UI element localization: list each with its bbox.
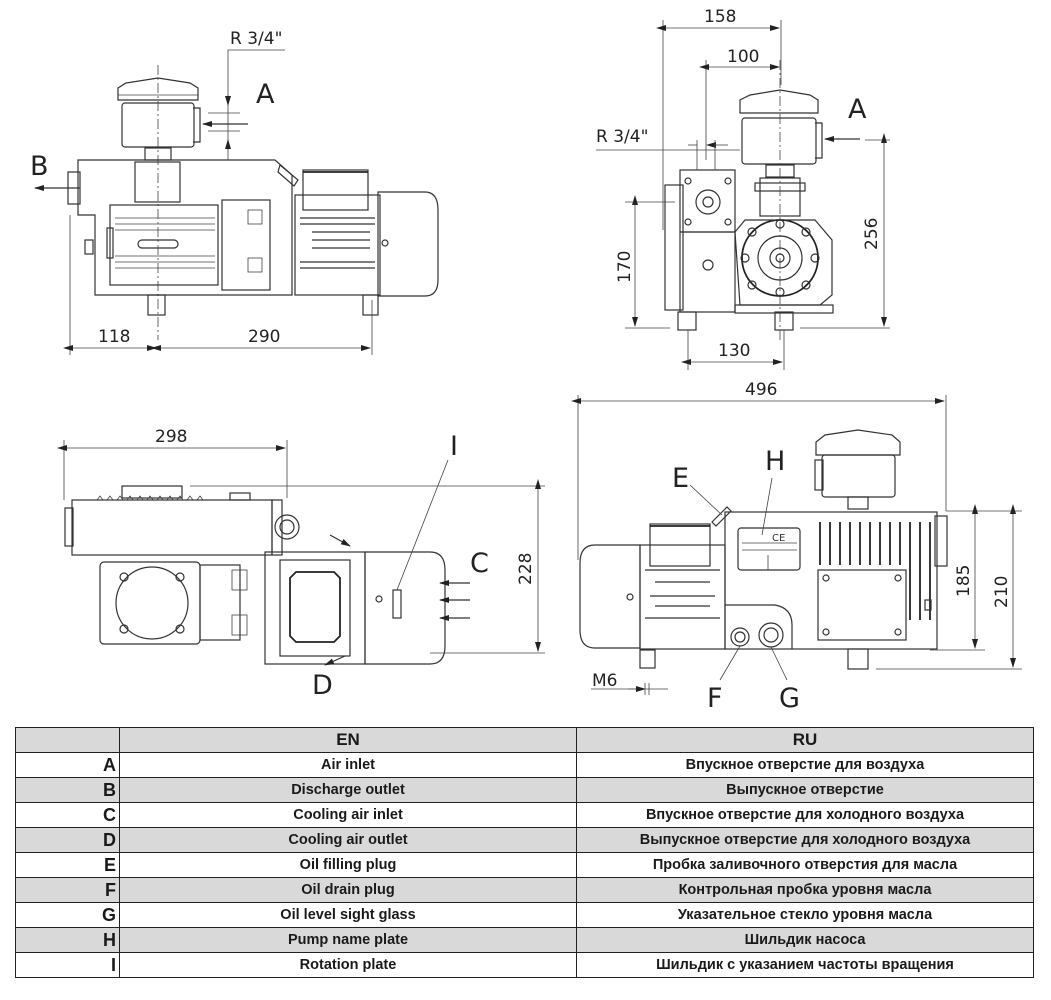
dim-158: 158	[704, 7, 736, 27]
legend-ru: Впускное отверстие для воздуха	[576, 752, 1034, 778]
legend-ru: Контрольная пробка уровня масла	[576, 877, 1034, 903]
dim-thread-side: R 3/4"	[596, 127, 648, 147]
legend-en: Air inlet	[119, 752, 577, 778]
callout-h: H	[761, 446, 785, 536]
callout-c: C	[439, 548, 489, 621]
front-dimensions: 118 290	[63, 215, 373, 355]
legend-en: Pump name plate	[119, 927, 577, 953]
callout-i-label: I	[450, 431, 458, 462]
top-pump-head	[99, 561, 248, 645]
legend-ru: Пробка заливочного отверстия для масла	[576, 852, 1034, 878]
legend-row: I Rotation plate Шильдик с указанием час…	[15, 952, 1034, 978]
dim-298: 298	[155, 427, 187, 447]
pump-housing	[67, 159, 293, 316]
callout-f-label: F	[707, 683, 723, 714]
callout-d-label: D	[312, 670, 333, 701]
callout-g-label: G	[779, 683, 800, 714]
callout-b: B	[30, 151, 80, 191]
legend-header-en: EN	[119, 727, 577, 753]
legend-row: B Discharge outlet Выпускное отверстие	[15, 777, 1034, 803]
dim-130: 130	[718, 341, 750, 361]
top-housing	[64, 485, 300, 556]
callout-g: G	[770, 646, 800, 714]
callout-f: F	[707, 645, 741, 714]
legend-ru: Шильдик с указанием частоты вращения	[576, 952, 1034, 978]
legend-key: I	[15, 952, 120, 978]
legend-key: D	[15, 827, 120, 853]
top-view: 298 228 I C D	[57, 427, 545, 701]
legend-en: Rotation plate	[119, 952, 577, 978]
legend-row: E Oil filling plug Пробка заливочного от…	[15, 852, 1034, 878]
legend-ru: Шильдик насоса	[576, 927, 1034, 953]
dim-118: 118	[98, 327, 130, 347]
top-dimensions: 298 228	[57, 427, 545, 654]
technical-drawing: R 3/4" A B 118 290	[30, 7, 1022, 714]
legend-ru: Выпускное отверстие	[576, 777, 1034, 803]
callout-i: I	[396, 431, 458, 591]
side-view: 158 100 R 3/4" 170 256 130	[596, 7, 890, 370]
dim-496: 496	[745, 380, 777, 400]
dim-170: 170	[615, 251, 635, 283]
legend-key: E	[15, 852, 120, 878]
legend-header-key	[15, 727, 120, 753]
front-view: R 3/4" A B 118 290	[30, 29, 439, 355]
dim-thread-front: R 3/4"	[230, 29, 282, 49]
legend-key: G	[15, 902, 120, 928]
callout-c-label: C	[470, 548, 489, 579]
coupling	[221, 163, 299, 291]
legend-key: H	[15, 927, 120, 953]
top-motor	[264, 551, 446, 665]
callout-a-side-label: A	[848, 94, 867, 125]
legend-row: D Cooling air outlet Выпускное отверстие…	[15, 827, 1034, 853]
ce-mark: CE	[772, 533, 785, 544]
callout-e: E	[672, 463, 723, 516]
legend-ru: Выпускное отверстие для холодного воздух…	[576, 827, 1034, 853]
rear-motor	[579, 506, 732, 669]
rear-housing: CE	[724, 511, 948, 670]
callout-b-label: B	[30, 151, 49, 182]
dim-100: 100	[727, 47, 759, 67]
side-filter	[739, 89, 823, 217]
inlet-filter	[117, 77, 201, 161]
rear-dimensions: 496 185 210 M6	[571, 380, 1022, 695]
legend-header-row: EN RU	[15, 727, 1034, 753]
side-dimensions: 158 100 R 3/4" 170 256 130	[596, 7, 890, 370]
legend-row: C Cooling air inlet Впускное отверстие д…	[15, 802, 1034, 828]
dim-m6: M6	[592, 671, 617, 691]
callout-a-front: R 3/4" A	[202, 29, 285, 160]
callout-h-label: H	[765, 446, 785, 477]
legend-row: H Pump name plate Шильдик насоса	[15, 927, 1034, 953]
legend-key: C	[15, 802, 120, 828]
legend-key: B	[15, 777, 120, 803]
legend-ru: Указательное стекло уровня масла	[576, 902, 1034, 928]
legend-en: Oil filling plug	[119, 852, 577, 878]
legend-en: Cooling air inlet	[119, 802, 577, 828]
dim-290: 290	[248, 327, 280, 347]
callout-a-side: A	[824, 94, 867, 142]
legend-en: Oil level sight glass	[119, 902, 577, 928]
rear-view: CE	[571, 380, 1022, 714]
side-motor	[734, 219, 834, 331]
dim-228: 228	[516, 553, 536, 585]
callout-d: D	[312, 534, 351, 701]
side-pump-block	[664, 169, 736, 331]
legend-ru: Впускное отверстие для холодного воздуха	[576, 802, 1034, 828]
legend-en: Oil drain plug	[119, 877, 577, 903]
dim-256: 256	[862, 218, 882, 250]
legend-row: A Air inlet Впускное отверстие для возду…	[15, 752, 1034, 778]
callout-e-label: E	[672, 463, 689, 494]
legend-header-ru: RU	[576, 727, 1034, 753]
dim-210: 210	[992, 576, 1012, 608]
dim-185: 185	[954, 565, 974, 597]
motor	[294, 169, 439, 316]
callout-a-label: A	[256, 79, 275, 110]
legend-row: F Oil drain plug Контрольная пробка уров…	[15, 877, 1034, 903]
legend-row: G Oil level sight glass Указательное сте…	[15, 902, 1034, 928]
legend-en: Discharge outlet	[119, 777, 577, 803]
component-legend-table: EN RU A Air inlet Впускное отверстие для…	[15, 727, 1034, 978]
rear-filter	[814, 429, 901, 510]
legend-key: F	[15, 877, 120, 903]
legend-key: A	[15, 752, 120, 778]
legend-en: Cooling air outlet	[119, 827, 577, 853]
